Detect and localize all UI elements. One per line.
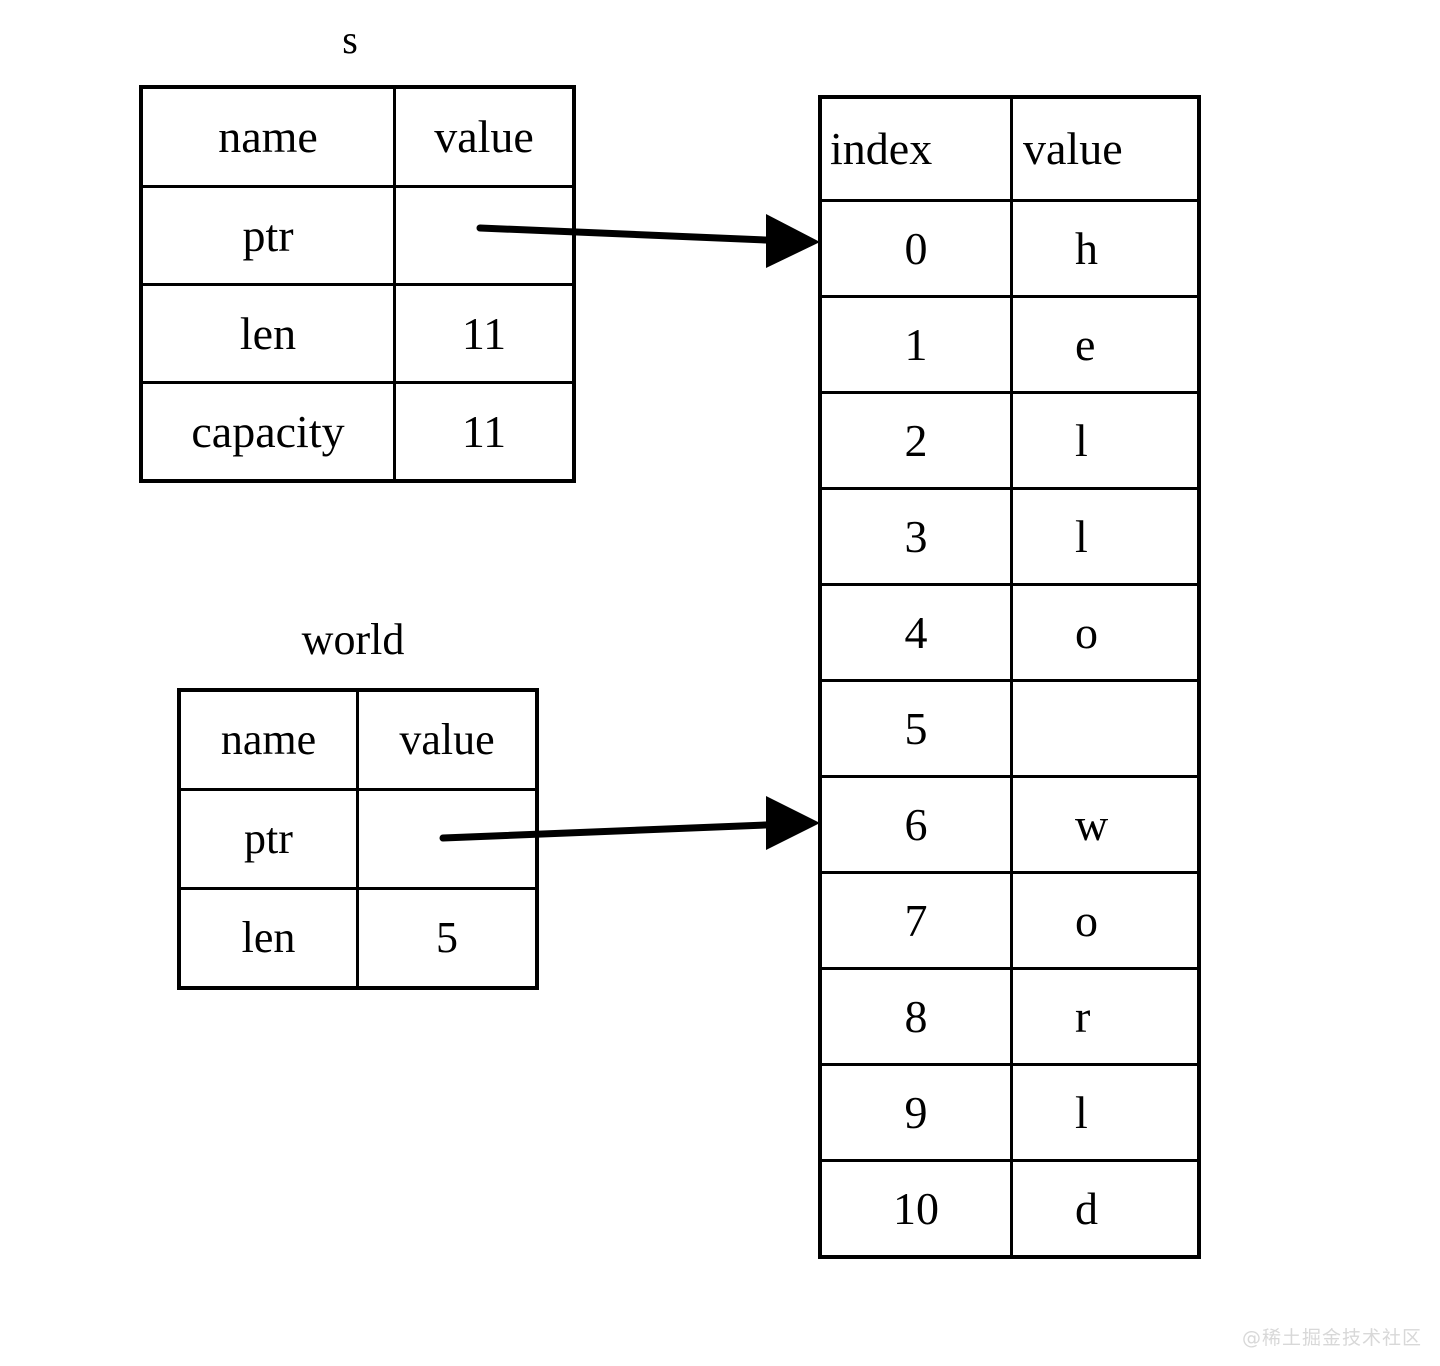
table-header-row: name value (139, 85, 576, 188)
byte-value-2: l (1010, 391, 1201, 490)
byte-index-4: 4 (818, 583, 1013, 682)
field-name-len: len (139, 283, 396, 384)
table-row: 1 e (818, 295, 1201, 394)
table-row: len 5 (177, 887, 539, 990)
byte-index-0: 0 (818, 199, 1013, 298)
table-row: 4 o (818, 583, 1201, 682)
table-row: ptr (139, 185, 576, 286)
byte-value-10: d (1010, 1159, 1201, 1259)
table-row: 10 d (818, 1159, 1201, 1259)
byte-value-7: o (1010, 871, 1201, 970)
string-struct-table: name value ptr len 11 capacity 11 (139, 85, 576, 483)
table-row: 8 r (818, 967, 1201, 1066)
arrow-head-icon (766, 214, 820, 268)
byte-value-5 (1010, 679, 1201, 778)
slice-struct-label: world (301, 615, 405, 664)
column-header-value: value (393, 85, 576, 188)
slice-struct-table: name value ptr len 5 (177, 688, 539, 990)
byte-index-7: 7 (818, 871, 1013, 970)
table-row: 6 w (818, 775, 1201, 874)
field-value-capacity: 11 (393, 381, 576, 483)
byte-index-6: 6 (818, 775, 1013, 874)
byte-index-3: 3 (818, 487, 1013, 586)
byte-value-4: o (1010, 583, 1201, 682)
table-row: capacity 11 (139, 381, 576, 483)
field-value-len: 5 (356, 887, 539, 990)
table-row: 9 l (818, 1063, 1201, 1162)
table-row: len 11 (139, 283, 576, 384)
column-header-index: index (818, 95, 1013, 202)
byte-value-9: l (1010, 1063, 1201, 1162)
column-header-name: name (177, 688, 359, 791)
table-row: 5 (818, 679, 1201, 778)
field-name-ptr: ptr (139, 185, 396, 286)
byte-value-8: r (1010, 967, 1201, 1066)
byte-value-3: l (1010, 487, 1201, 586)
field-value-ptr (356, 788, 539, 890)
byte-value-6: w (1010, 775, 1201, 874)
field-name-capacity: capacity (139, 381, 396, 483)
column-header-name: name (139, 85, 396, 188)
field-name-len: len (177, 887, 359, 990)
byte-index-8: 8 (818, 967, 1013, 1066)
column-header-value: value (356, 688, 539, 791)
table-row: 2 l (818, 391, 1201, 490)
byte-index-5: 5 (818, 679, 1013, 778)
byte-value-0: h (1010, 199, 1201, 298)
table-row: 7 o (818, 871, 1201, 970)
field-value-ptr (393, 185, 576, 286)
field-value-len: 11 (393, 283, 576, 384)
byte-array-table: index value 0 h 1 e 2 l 3 l 4 o (818, 95, 1201, 1259)
table-header-row: index value (818, 95, 1201, 202)
arrow-head-icon (766, 796, 820, 850)
byte-index-9: 9 (818, 1063, 1013, 1162)
field-name-ptr: ptr (177, 788, 359, 890)
string-struct-label: s (342, 17, 358, 62)
byte-index-10: 10 (818, 1159, 1013, 1259)
table-header-row: name value (177, 688, 539, 791)
byte-index-2: 2 (818, 391, 1013, 490)
table-row: 0 h (818, 199, 1201, 298)
byte-value-1: e (1010, 295, 1201, 394)
watermark-text: @稀土掘金技术社区 (1241, 1327, 1422, 1349)
table-row: ptr (177, 788, 539, 890)
table-row: 3 l (818, 487, 1201, 586)
byte-index-1: 1 (818, 295, 1013, 394)
column-header-value: value (1010, 95, 1201, 202)
